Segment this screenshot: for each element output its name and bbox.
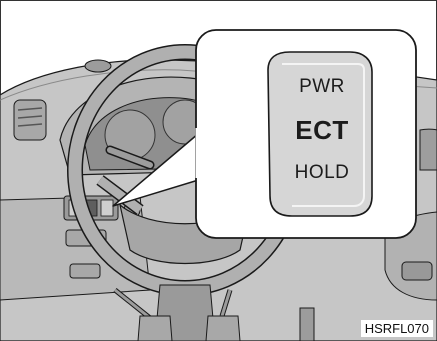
button-label-pwr: PWR xyxy=(272,76,372,98)
left-vent xyxy=(14,100,46,140)
button-label-ect: ECT xyxy=(272,115,372,146)
hood-release xyxy=(70,264,100,278)
figure-code: HSRFL070 xyxy=(361,320,433,337)
button-label-hold: HOLD xyxy=(272,162,372,184)
console-vent xyxy=(402,262,432,280)
top-knob xyxy=(85,60,111,72)
right-vent xyxy=(420,129,437,170)
